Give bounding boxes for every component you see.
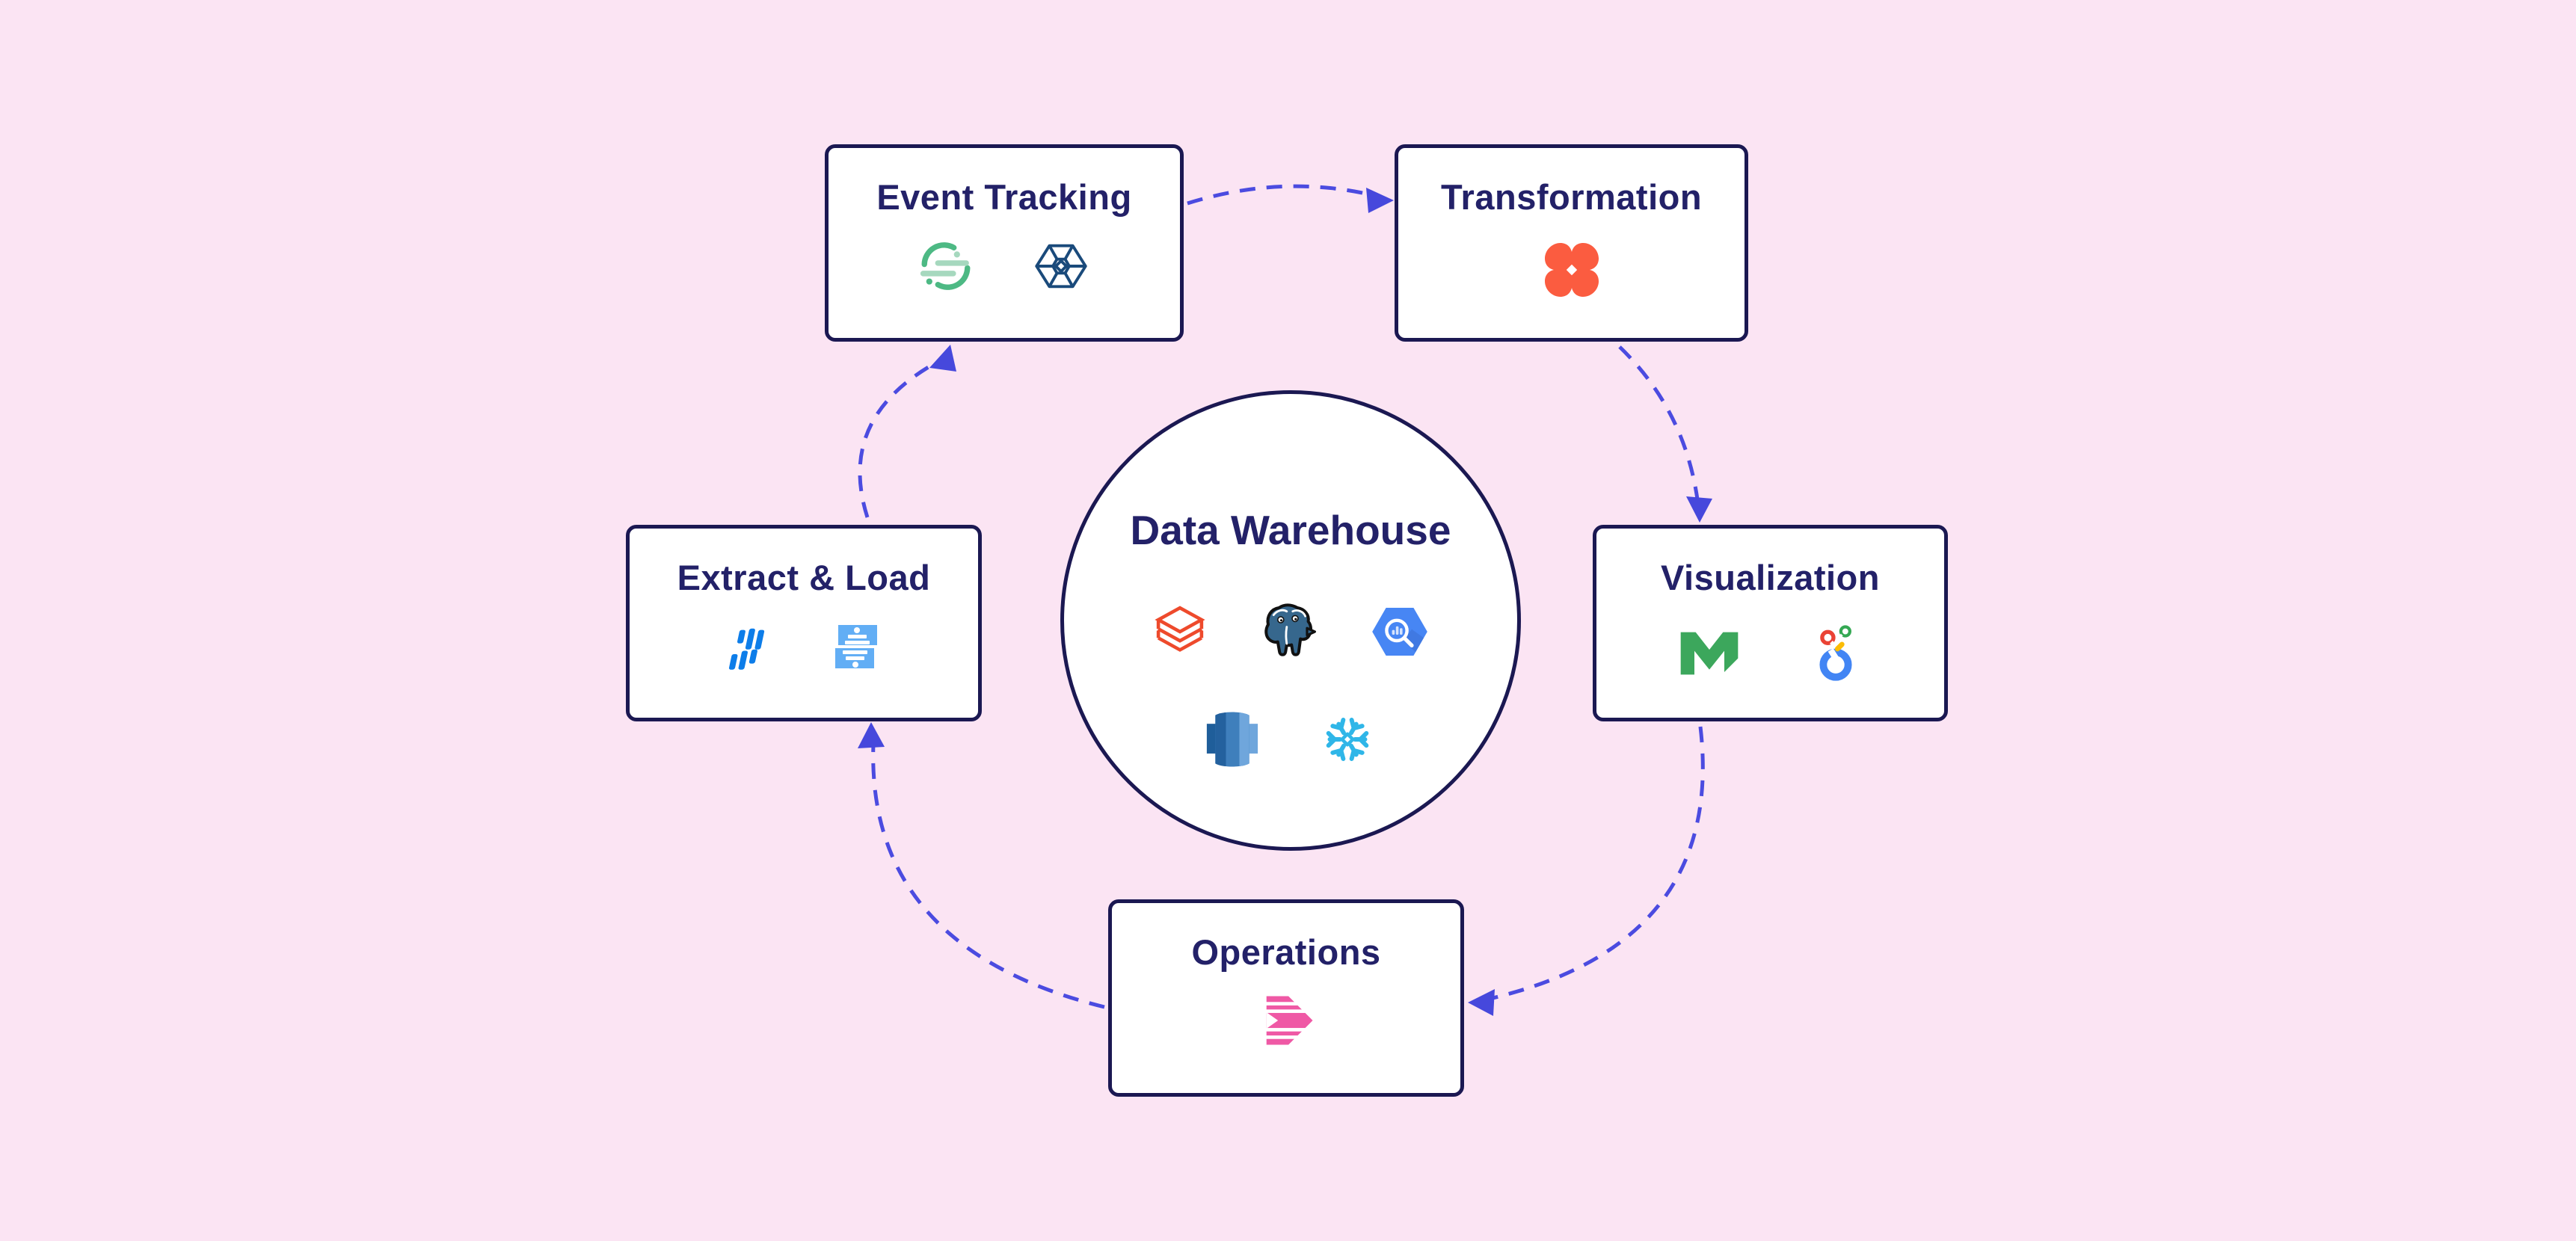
fivetran-icon [832, 623, 880, 671]
databricks-icon [1152, 605, 1208, 659]
arrowhead-icon [1366, 188, 1394, 213]
stitch-icon [728, 620, 769, 674]
arrowhead-icon [1468, 989, 1495, 1016]
arrowhead-icon [929, 345, 956, 372]
bigquery-icon [1370, 605, 1430, 659]
arrowhead-icon [1686, 496, 1712, 523]
looker-icon [1810, 620, 1861, 686]
node-operations: Operations [1108, 899, 1464, 1097]
node-title: Visualization [1661, 558, 1880, 597]
arrow-transformation-to-visualization [1618, 345, 1700, 505]
hub-title: Data Warehouse [1130, 507, 1451, 553]
arrowhead-icon [858, 722, 885, 748]
dbt-icon [1542, 240, 1602, 300]
arrow-event-tracking-to-transformation [1187, 184, 1377, 206]
snowflake-icon [1319, 711, 1376, 768]
segment-icon [918, 240, 974, 292]
node-title: Operations [1191, 932, 1381, 972]
redshift-icon [1205, 709, 1259, 769]
hub-data-warehouse: Data Warehouse [1060, 390, 1521, 851]
node-event-tracking: Event Tracking [825, 144, 1184, 342]
arrow-visualization-to-operations [1489, 726, 1705, 1001]
arrow-operations-to-extract-load [871, 743, 1105, 1009]
postgresql-icon [1259, 600, 1319, 663]
census-icon [1257, 995, 1315, 1046]
arrow-extract-load-to-event-tracking [858, 360, 938, 518]
snowplow-icon [1032, 240, 1090, 292]
node-visualization: Visualization [1593, 525, 1948, 721]
node-title: Transformation [1440, 177, 1703, 217]
node-extract-load: Extract & Load [626, 525, 982, 721]
node-title: Extract & Load [677, 558, 931, 597]
node-title: Event Tracking [876, 177, 1132, 217]
mode-icon [1679, 631, 1739, 676]
node-transformation: Transformation [1395, 144, 1748, 342]
